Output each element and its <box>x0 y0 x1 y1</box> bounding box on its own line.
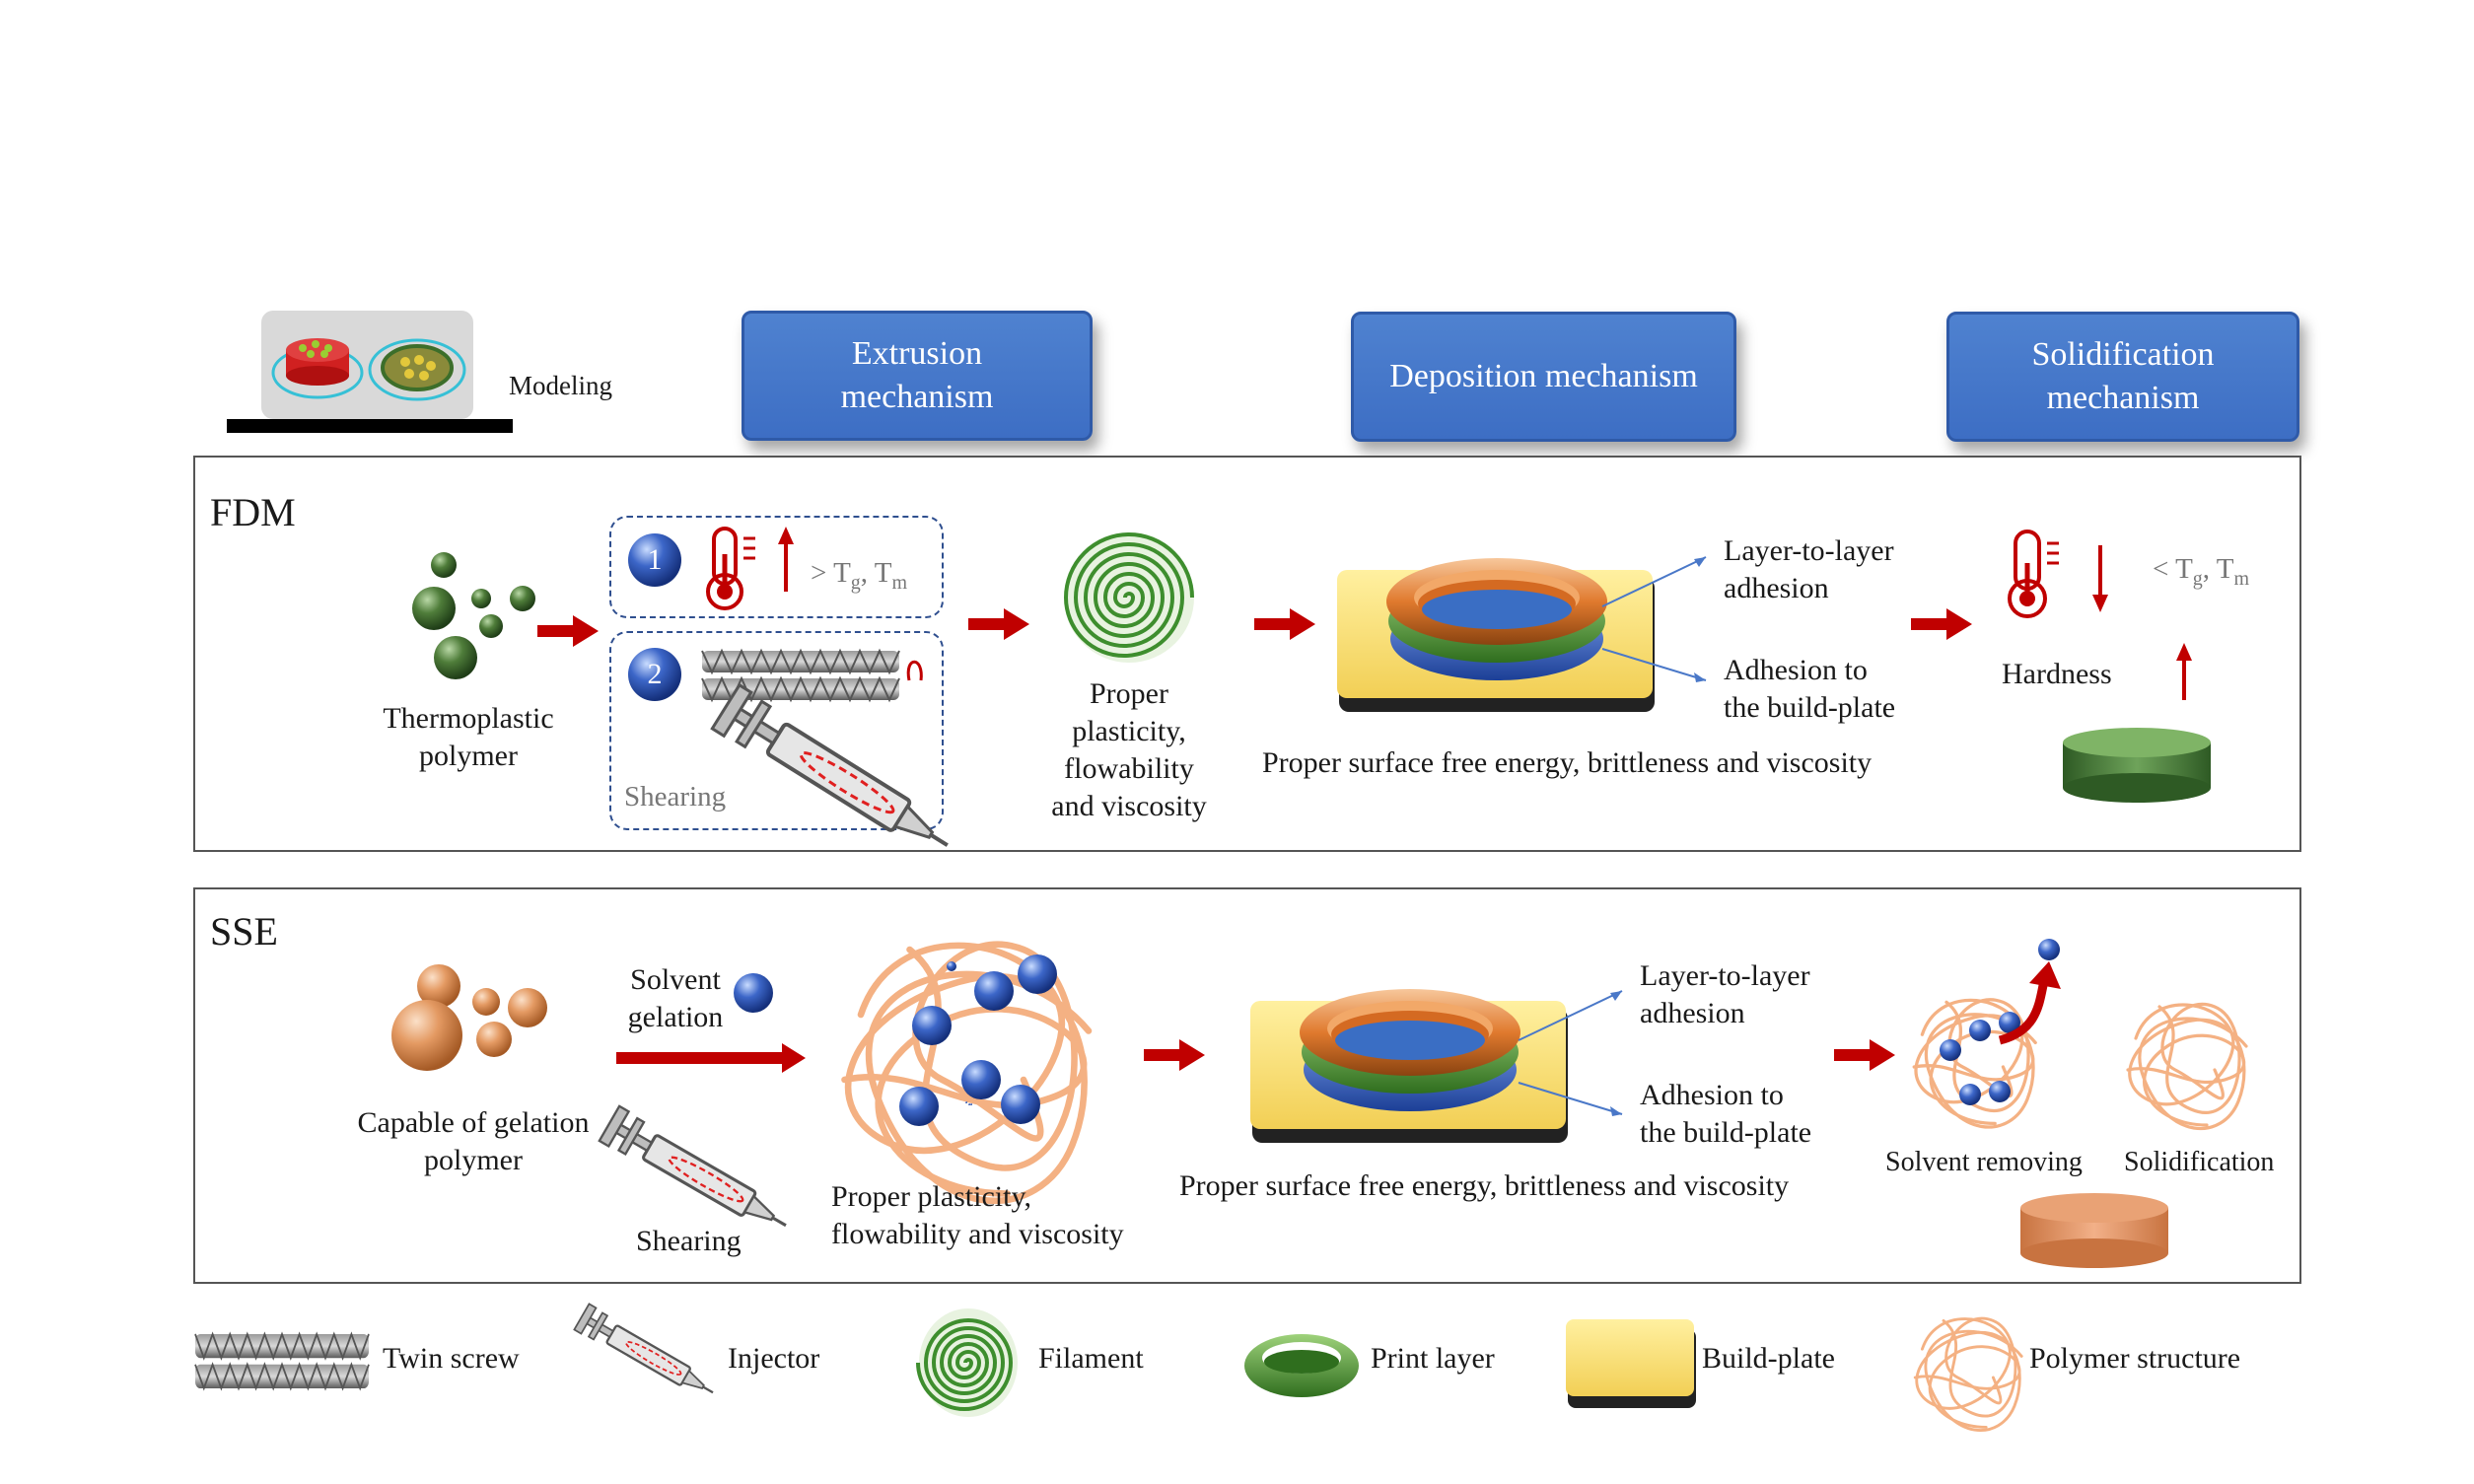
step-1-number: 1 <box>647 543 663 576</box>
solvent-removing-figure <box>1912 939 2061 1129</box>
sse-injector-icon <box>598 1104 798 1244</box>
hardness-label: Hardness <box>2002 658 2112 690</box>
fdm-shearing-label: Shearing <box>624 781 727 813</box>
gel-structure-properties: Proper plasticity,flowability and viscos… <box>831 1180 1124 1250</box>
extrusion-shearing-box <box>609 631 944 830</box>
legend-injector-icon <box>573 1303 722 1407</box>
injector-icon <box>710 682 963 870</box>
step-2-badge <box>628 648 681 701</box>
sse-panel <box>193 887 2301 1284</box>
modeling-label: Modeling <box>509 371 612 400</box>
fdm-panel <box>193 456 2301 852</box>
solvent-ball-icon <box>734 973 773 1013</box>
fdm-title: FDM <box>210 490 296 534</box>
step-1-badge <box>628 533 681 587</box>
thermometer-icon <box>706 527 794 610</box>
arrow-to-solidification <box>1911 608 1972 640</box>
twin-screw-icon <box>701 650 923 701</box>
gel-structure-figure <box>828 917 1114 1144</box>
legend-twin-screw-icon <box>193 1332 371 1390</box>
sse-deposition-figure <box>1250 989 1568 1143</box>
sse-solidification-label: Solidification <box>2124 1147 2275 1177</box>
legend-build-plate-icon <box>1566 1319 1696 1408</box>
sse-shearing-label: Shearing <box>636 1225 742 1257</box>
legend-polymer-structure: Polymer structure <box>2029 1342 2241 1375</box>
gelation-polymer-icon <box>391 964 547 1071</box>
sse-title: SSE <box>210 909 278 954</box>
arrow-to-solvent-removing <box>1834 1039 1895 1071</box>
fdm-adhesion-pointers <box>1601 556 1707 682</box>
legend-polymer-structure-icon <box>1913 1316 2023 1433</box>
arrow-to-deposition <box>1254 608 1315 640</box>
legend-print-layer: Print layer <box>1371 1342 1495 1375</box>
arrow-to-gel-structure <box>616 1043 806 1073</box>
header-deposition: Deposition mechanism <box>1351 312 1736 442</box>
legend-injector: Injector <box>728 1342 820 1375</box>
extrusion-heating-box <box>609 516 944 618</box>
solidified-part-icon <box>2063 728 2211 803</box>
solidified-structure-figure <box>2126 1002 2248 1131</box>
solvent-removing-label: Solvent removing <box>1885 1147 2083 1177</box>
fdm-deposition-properties: Proper surface free energy, brittleness … <box>1262 746 1873 779</box>
legend-print-layer-icon <box>1244 1334 1359 1397</box>
legend-build-plate: Build-plate <box>1702 1342 1835 1375</box>
melting-condition: > Tg, Tm <box>811 557 908 594</box>
filament-icon <box>1063 532 1194 663</box>
modeling-baseline <box>227 419 513 433</box>
modeling-icon <box>271 338 466 401</box>
cooling-condition: < Tg, Tm <box>2153 553 2250 590</box>
sse-deposition-properties: Proper surface free energy, brittleness … <box>1179 1169 1790 1202</box>
arrow-to-sse-deposition <box>1144 1039 1205 1071</box>
sse-adhesion-pointers <box>1518 990 1623 1116</box>
sse-solidified-part-icon <box>2020 1193 2168 1268</box>
arrow-to-extrusion <box>537 615 599 647</box>
fdm-deposition-figure <box>1337 558 1655 712</box>
arrow-to-filament <box>968 608 1029 640</box>
step-2-number: 2 <box>647 658 663 690</box>
thermoplastic-polymer-icon <box>412 552 535 679</box>
legend-twin-screw: Twin screw <box>383 1342 520 1375</box>
hardness-up-arrow <box>2176 643 2192 700</box>
cooling-thermometer-icon <box>2008 530 2108 618</box>
legend-filament: Filament <box>1038 1342 1144 1375</box>
legend-filament-icon <box>916 1308 1018 1417</box>
